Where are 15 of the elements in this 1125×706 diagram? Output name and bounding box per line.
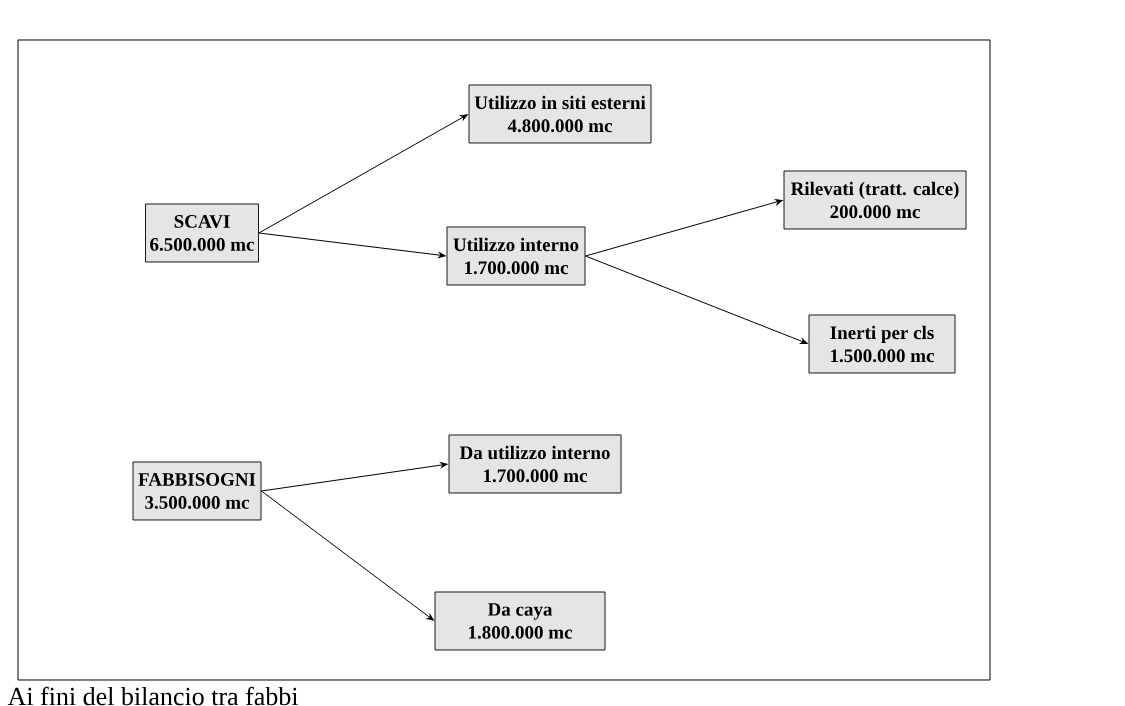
- process-box: Da utilizzo interno 1.700.000 mc: [448, 434, 622, 494]
- arrow: [584, 199, 783, 257]
- process-box: Utilizzo in siti esterni 4.800.000 mc: [468, 84, 652, 144]
- arrow: [260, 490, 434, 621]
- process-box: Rilevati (tratt. calce) 200.000 mc: [783, 170, 967, 230]
- process-box: SCAVI 6.500.000 mc: [145, 203, 259, 263]
- process-box: Inerti per cls 1.500.000 mc: [808, 314, 956, 374]
- process-box: FABBISOGNI 3.500.000 mc: [132, 461, 262, 521]
- process-box: Da caya 1.800.000 mc: [434, 591, 606, 651]
- arrow: [258, 232, 446, 258]
- process-box: Utilizzo interno 1.700.000 mc: [446, 226, 586, 286]
- arrow: [584, 255, 808, 344]
- arrow: [260, 462, 448, 492]
- caption-text: Ai fini del bilancio tra fabbi: [7, 686, 299, 706]
- arrow: [258, 114, 468, 234]
